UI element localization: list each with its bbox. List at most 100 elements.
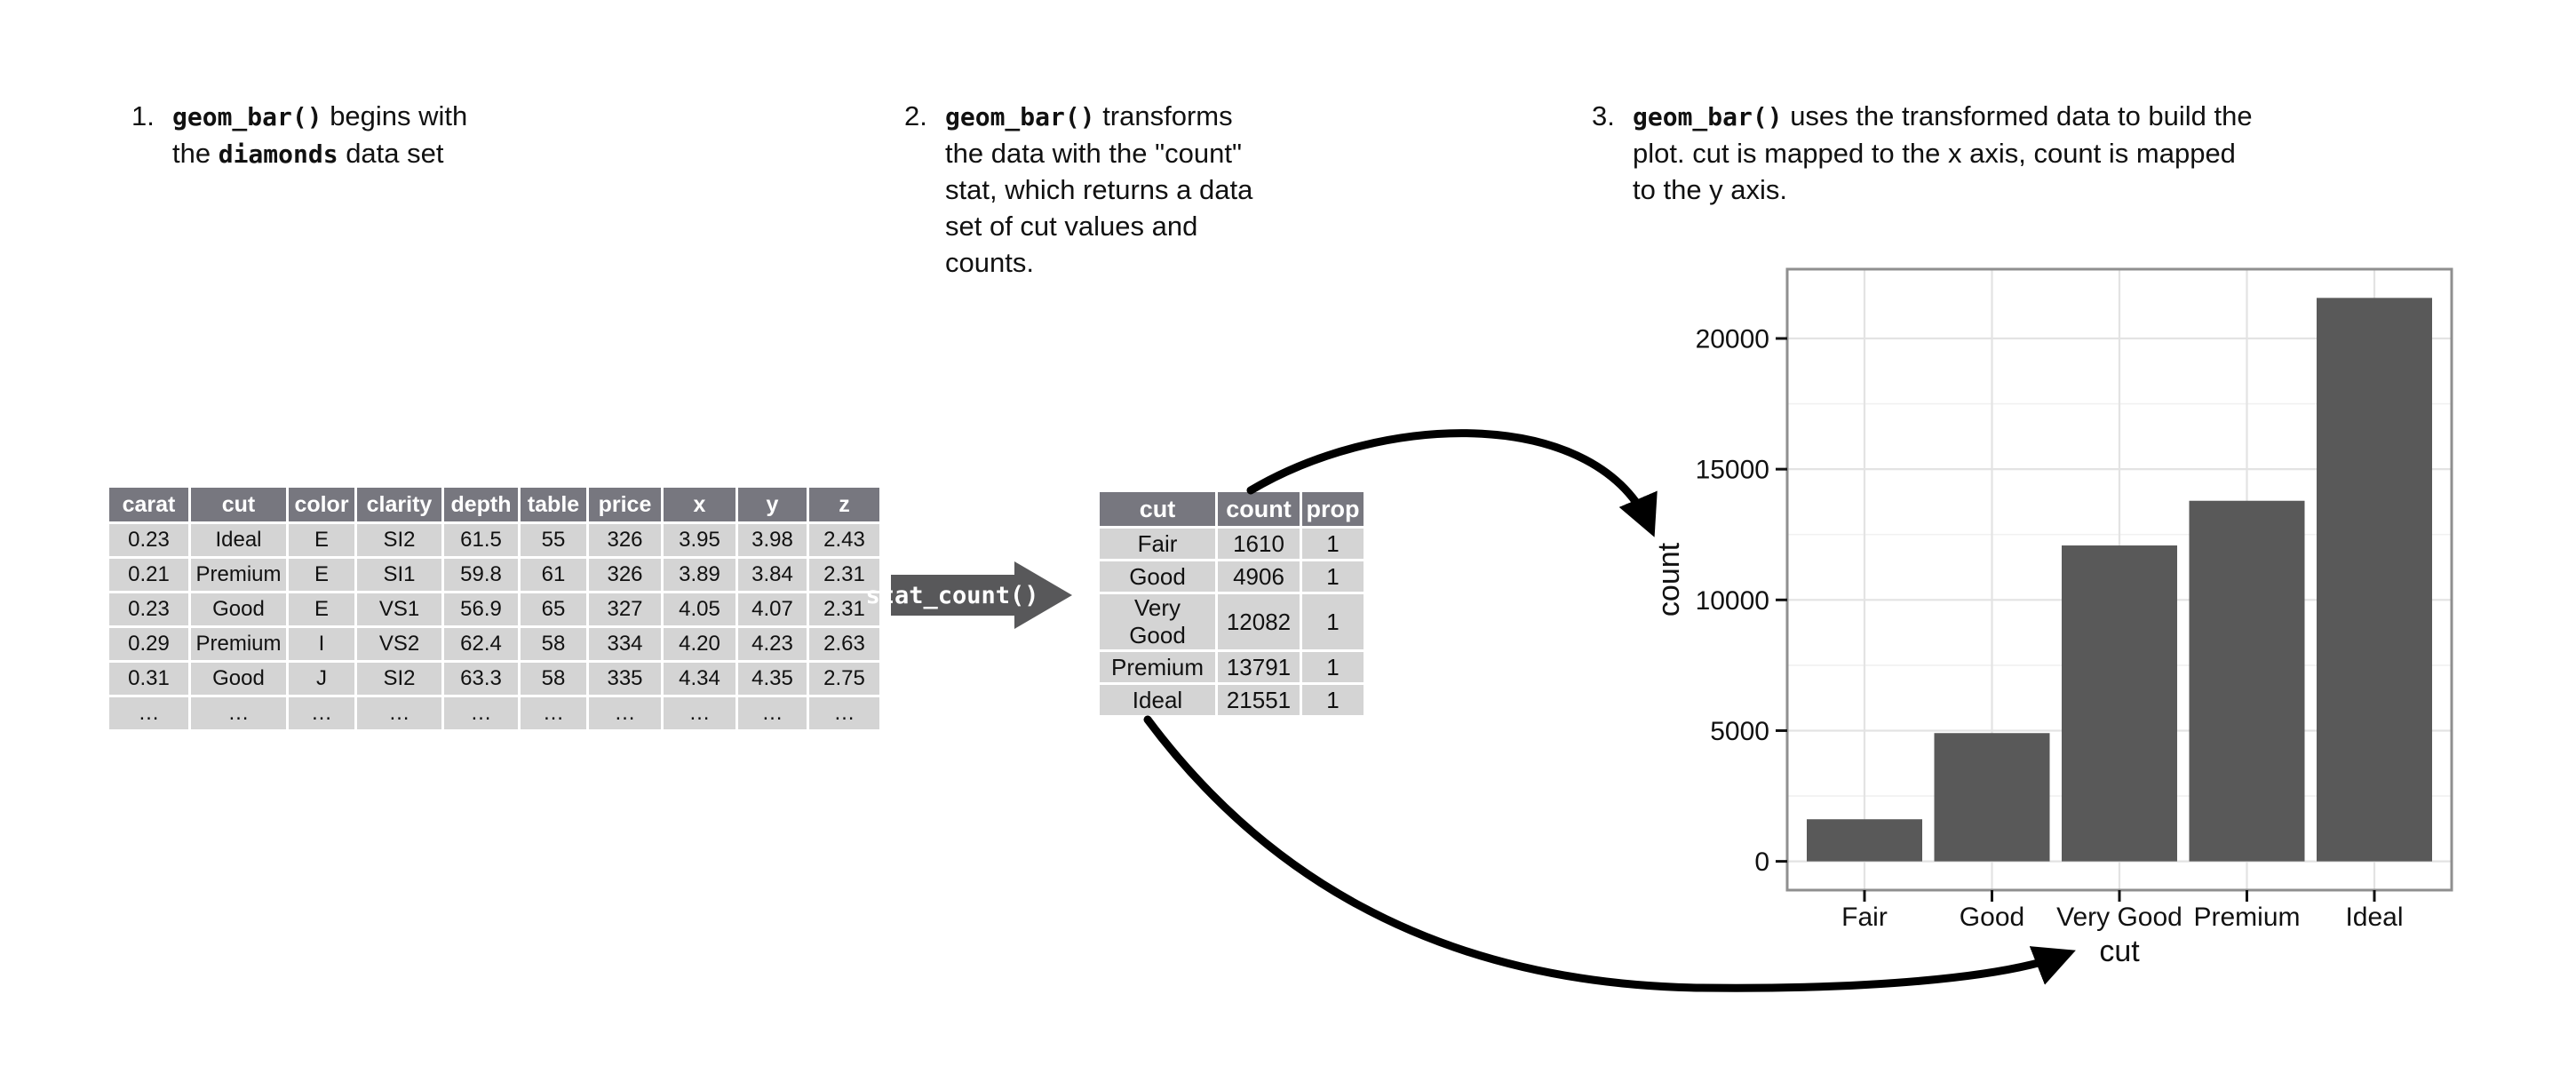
text-token: the (172, 138, 219, 169)
column-header: depth (441, 485, 521, 524)
step-number: 2. (904, 100, 927, 131)
cell: I (286, 625, 357, 663)
cell: E (286, 591, 357, 628)
step-text-line: geom_bar() begins with (172, 98, 467, 135)
bar-fair (1807, 819, 1922, 862)
cell: Fair (1097, 526, 1218, 561)
cell: … (188, 695, 289, 732)
x-tick-label: Good (1960, 903, 2024, 932)
cell: Premium (188, 556, 289, 593)
cell: VS1 (354, 591, 444, 628)
cell: Good (188, 660, 289, 697)
text-token: data set (338, 138, 444, 169)
cell: 1 (1300, 649, 1366, 685)
cell: 1 (1300, 682, 1366, 718)
bar-premium (2189, 500, 2305, 862)
column-header: y (735, 485, 809, 524)
cell: Good (1097, 559, 1218, 594)
cell: … (807, 695, 882, 732)
cell: 326 (586, 556, 664, 593)
cell: Ideal (188, 521, 289, 559)
step-text-line: the diamonds data set (172, 135, 467, 172)
cell: 0.21 (107, 556, 191, 593)
cell: 334 (586, 625, 664, 663)
cell: 2.31 (807, 591, 882, 628)
cell: 3.95 (661, 521, 738, 559)
step-text-line: geom_bar() uses the transformed data to … (1633, 98, 2253, 135)
cell: 2.63 (807, 625, 882, 663)
cell: … (354, 695, 444, 732)
cell: 0.31 (107, 660, 191, 697)
y-tick-label: 15000 (1696, 456, 1769, 485)
step-text: geom_bar() uses the transformed data to … (1633, 98, 2253, 208)
cell: 4.07 (735, 591, 809, 628)
step-3-caption: 3. geom_bar() uses the transformed data t… (1592, 98, 2560, 208)
cell: 3.89 (661, 556, 738, 593)
column-header: price (586, 485, 664, 524)
text-token: stat, which returns a data (945, 174, 1253, 205)
bar-good (1934, 733, 2050, 862)
cell: 4.35 (735, 660, 809, 697)
cell: 13791 (1215, 649, 1302, 685)
cell: … (735, 695, 809, 732)
x-axis-title: cut (2099, 935, 2140, 968)
cell: 1 (1300, 526, 1366, 561)
cell: 63.3 (441, 660, 521, 697)
column-header: x (661, 485, 738, 524)
cell: … (286, 695, 357, 732)
cell: … (661, 695, 738, 732)
y-tick-label: 0 (1754, 847, 1769, 877)
cell: VS2 (354, 625, 444, 663)
text-token: set of cut values and (945, 211, 1198, 242)
column-header: cut (1097, 489, 1218, 529)
column-header: prop (1300, 489, 1366, 529)
stat-count-arrow-head (1014, 561, 1072, 629)
cell: E (286, 556, 357, 593)
y-tick-label: 20000 (1696, 324, 1769, 354)
cell: 21551 (1215, 682, 1302, 718)
stat-count-arrow-label: stat_count() (865, 582, 1038, 609)
column-header: count (1215, 489, 1302, 529)
x-tick-label: Premium (2193, 903, 2300, 932)
cell: SI2 (354, 660, 444, 697)
cell: 61.5 (441, 521, 521, 559)
cell: 59.8 (441, 556, 521, 593)
text-token: begins with (322, 100, 468, 131)
cell: 3.98 (735, 521, 809, 559)
code-token: geom_bar() (1633, 102, 1783, 131)
cell: 55 (518, 521, 589, 559)
ellipsis-row: ………………………… (107, 695, 882, 732)
step-number: 3. (1592, 100, 1615, 131)
cell: 327 (586, 591, 664, 628)
cell: 4.05 (661, 591, 738, 628)
cell: … (586, 695, 664, 732)
step-text-line: stat, which returns a data (945, 171, 1252, 208)
cell: Very Good (1097, 592, 1218, 652)
bar-very-good (2062, 545, 2177, 862)
cell: 56.9 (441, 591, 521, 628)
cell: 4906 (1215, 559, 1302, 594)
column-header: cut (188, 485, 289, 524)
cell: 61 (518, 556, 589, 593)
cell: 1610 (1215, 526, 1302, 561)
x-tick-label: Fair (1841, 903, 1888, 932)
column-header: color (286, 485, 357, 524)
cell: 65 (518, 591, 589, 628)
step-text-line: geom_bar() transforms (945, 98, 1252, 135)
text-token: uses the transformed data to build the (1782, 100, 2253, 131)
